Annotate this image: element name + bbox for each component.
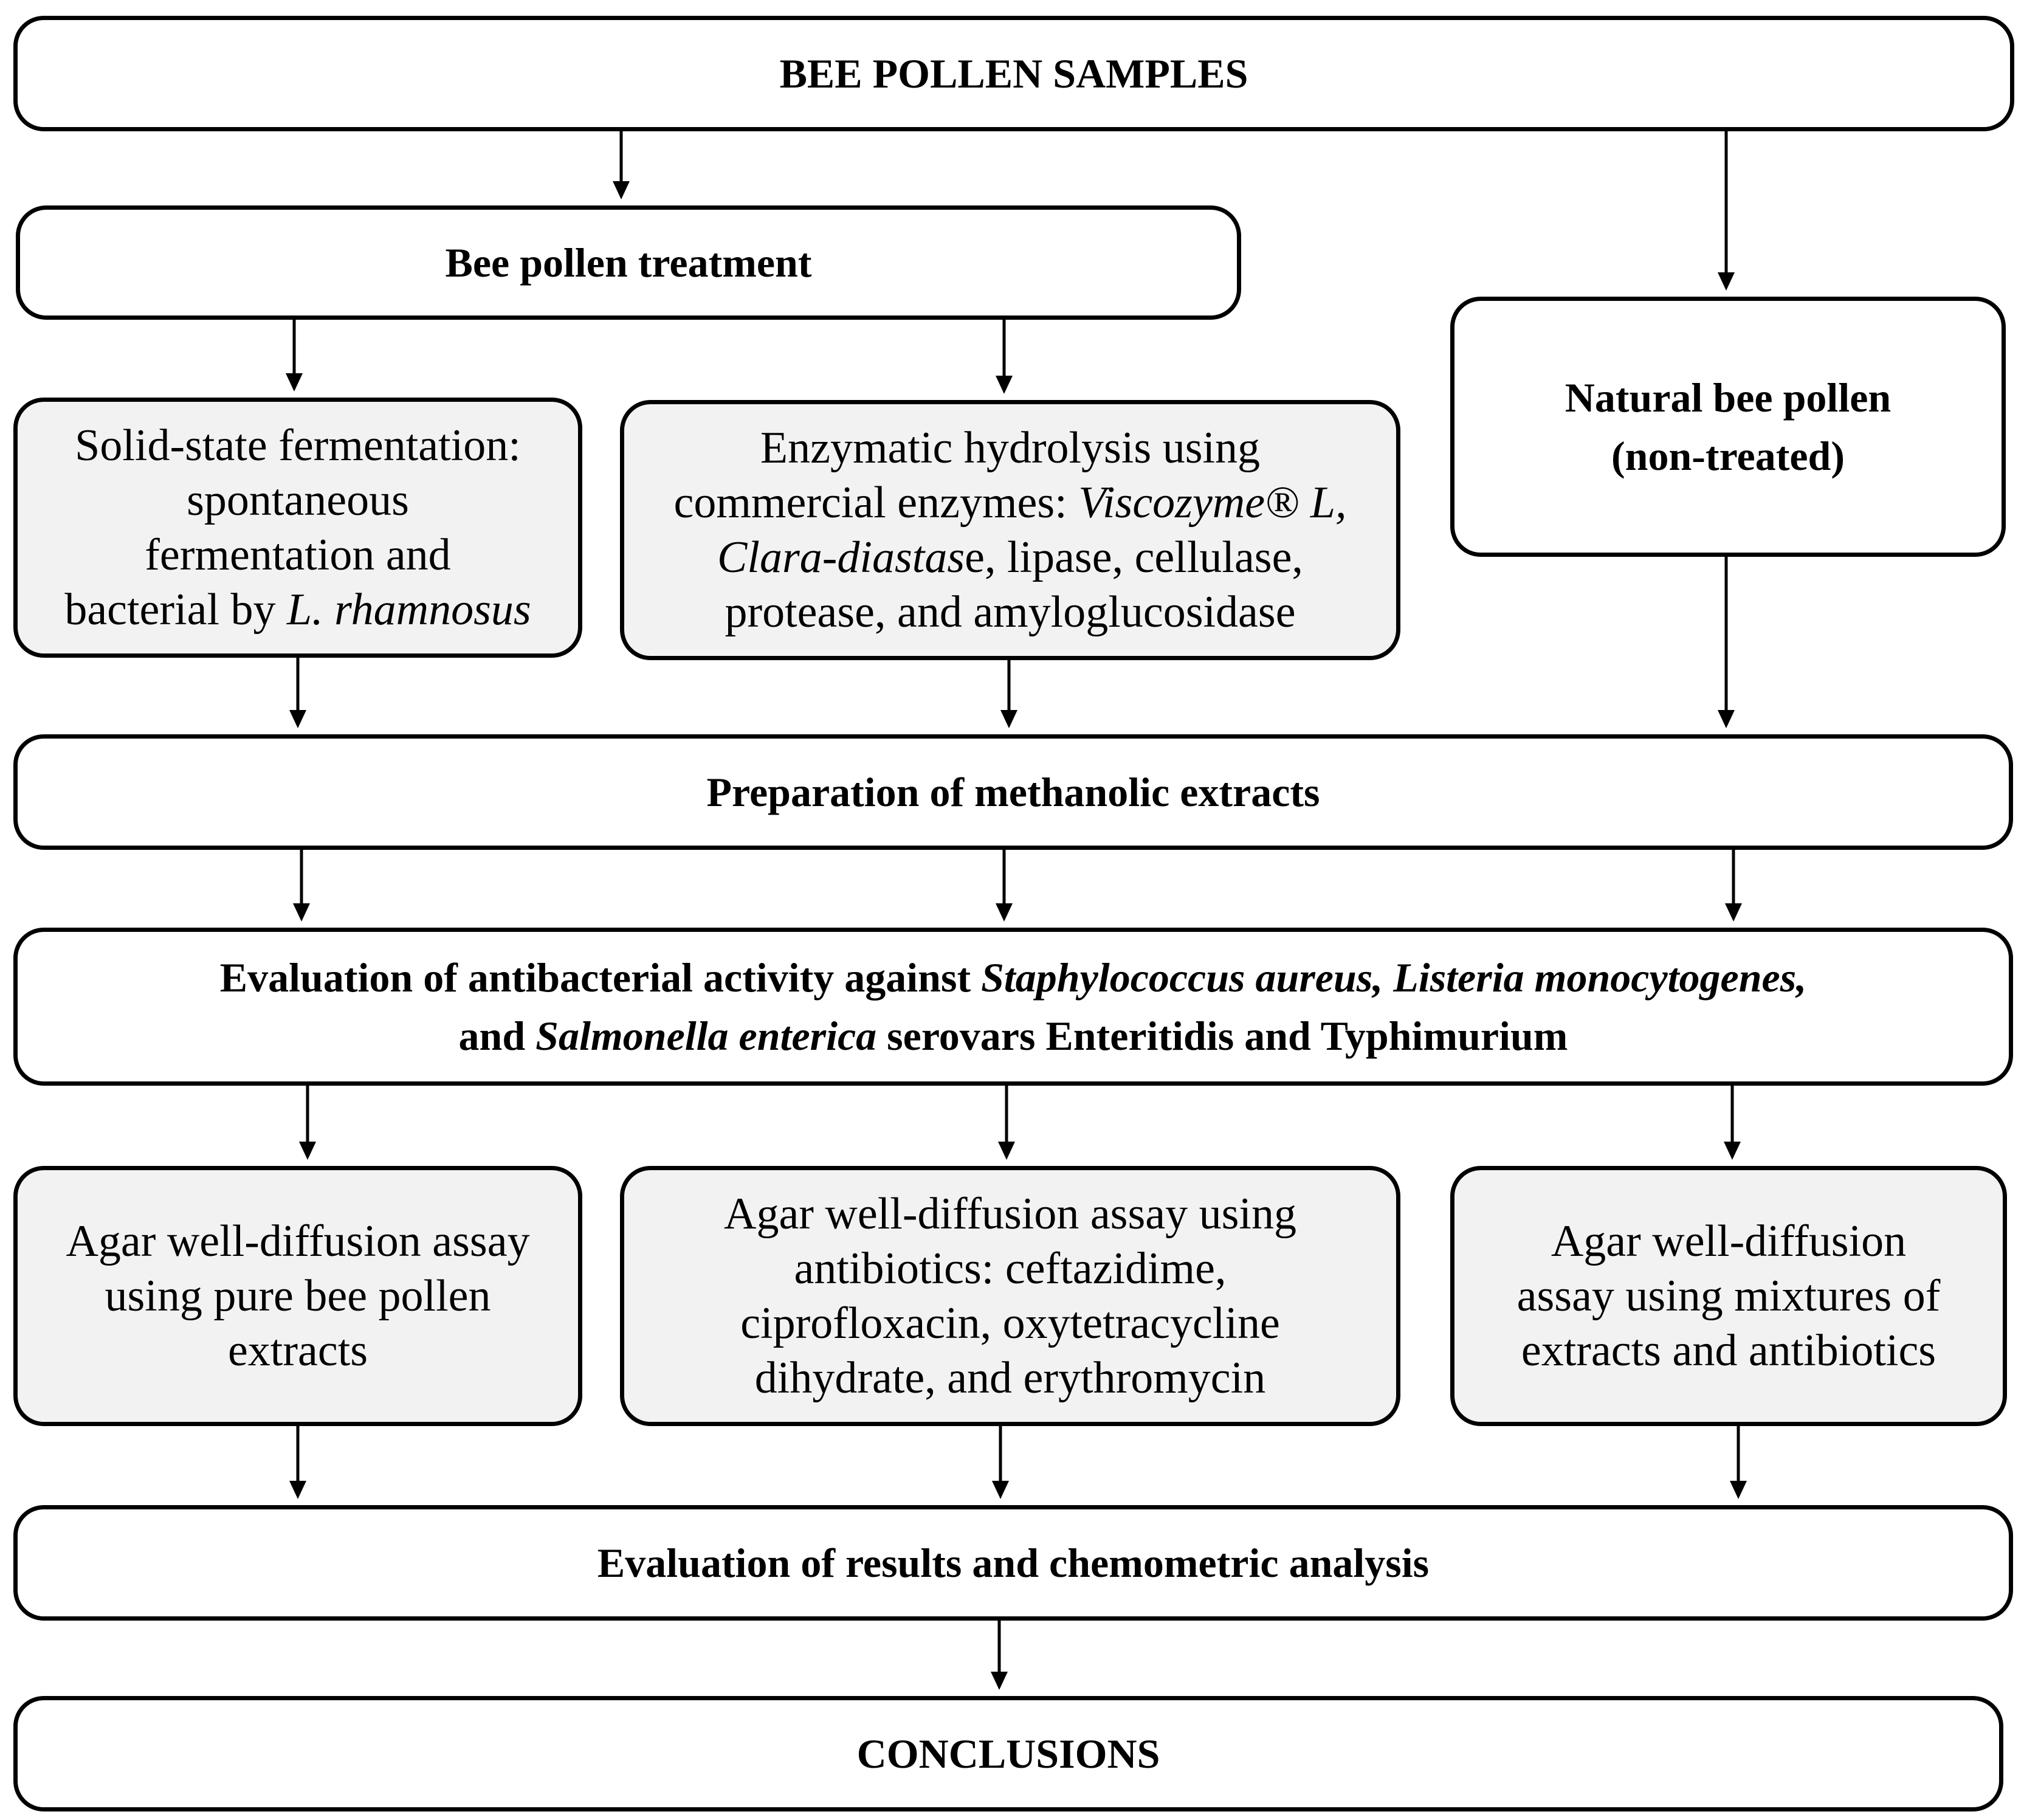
node-label-text: Evaluation of antibacterial activity aga… <box>219 954 982 1001</box>
node-label: Preparation of methanolic extracts <box>706 769 1320 815</box>
node-label-line: dihydrate, and erythromycin <box>754 1353 1266 1403</box>
arrowhead-assay-mix-to-results <box>1730 1481 1747 1499</box>
node-label-line: Clara-diastase, lipase, cellulase, <box>674 530 1347 585</box>
arrowhead-samples-to-natural <box>1718 272 1735 291</box>
node-label-line: Evaluation of antibacterial activity aga… <box>220 948 1806 1007</box>
node-label-line: Agar well-diffusion <box>1551 1216 1907 1266</box>
node-label-text: bacterial by <box>64 585 287 635</box>
node-label-line: fermentation and <box>145 530 451 580</box>
enzyme-name: Clara-diastas <box>717 533 965 582</box>
node-label-line: ciprofloxacin, oxytetracycline <box>740 1298 1280 1348</box>
node-label-line: Agar well-diffusion assay <box>66 1216 530 1266</box>
node-label-line: antibiotics: ceftazidime, <box>794 1244 1227 1294</box>
arrowhead-samples-to-treatment <box>613 181 630 199</box>
arrowhead-enzymatic-to-extracts <box>1000 710 1017 728</box>
node-conclusions: CONCLUSIONS <box>13 1696 2003 1811</box>
node-label: CONCLUSIONS <box>856 1731 1160 1777</box>
node-label: Bee pollen treatment <box>445 240 812 286</box>
node-label-line: extracts and antibiotics <box>1521 1326 1936 1376</box>
node-natural-bee-pollen: Natural bee pollen (non-treated) <box>1450 297 2006 557</box>
arrowhead-results-to-conclusions <box>991 1672 1008 1690</box>
node-antibacterial-evaluation: Evaluation of antibacterial activity aga… <box>13 928 2013 1086</box>
node-assay-pure-extracts: Agar well-diffusion assay using pure bee… <box>13 1166 582 1426</box>
node-label-line: extracts <box>227 1326 368 1376</box>
node-preparation-of-extracts: Preparation of methanolic extracts <box>13 734 2013 850</box>
node-solid-state-fermentation: Solid-state fermentation: spontaneous fe… <box>13 398 582 658</box>
arrowhead-treatment-to-fermentation <box>286 373 303 391</box>
node-label-text: serovars Enteritidis and Typhimurium <box>876 1013 1568 1059</box>
node-assay-mixtures: Agar well-diffusion assay using mixtures… <box>1450 1166 2007 1426</box>
node-label-line: assay using mixtures of <box>1516 1271 1941 1321</box>
node-bee-pollen-samples: BEE POLLEN SAMPLES <box>13 16 2014 131</box>
node-label-line: Natural bee pollen <box>1564 374 1891 421</box>
arrowhead-antibacterial-to-assay-pure <box>299 1142 316 1160</box>
node-label-text: commercial enzymes: <box>673 478 1079 528</box>
node-label-text: and <box>458 1013 536 1059</box>
arrowhead-natural-to-extracts <box>1718 710 1735 728</box>
arrowhead-antibacterial-to-assay-mix <box>1724 1142 1741 1160</box>
node-label-line: using pure bee pollen <box>105 1271 491 1321</box>
node-label-text: e, lipase, cellulase, <box>965 533 1303 582</box>
node-evaluation-of-results: Evaluation of results and chemometric an… <box>13 1505 2013 1621</box>
node-label-line: Solid-state fermentation: <box>75 421 521 471</box>
node-label-line: and Salmonella enterica serovars Enterit… <box>220 1007 1806 1065</box>
node-label-line: bacterial by L. rhamnosus <box>64 582 531 637</box>
arrowhead-fermentation-to-extracts <box>289 710 306 728</box>
node-label-line: (non-treated) <box>1611 433 1845 479</box>
arrowhead-assay-antib-to-results <box>992 1481 1009 1499</box>
arrowhead-extracts-to-antibacterial-1 <box>293 903 310 922</box>
species-name: Salmonella enterica <box>535 1013 877 1059</box>
arrowhead-treatment-to-enzymatic <box>996 376 1013 394</box>
arrowhead-extracts-to-antibacterial-2 <box>996 903 1013 922</box>
node-label-line: Agar well-diffusion assay using <box>724 1189 1296 1239</box>
node-label: BEE POLLEN SAMPLES <box>779 50 1248 97</box>
arrowhead-extracts-to-antibacterial-3 <box>1725 903 1742 922</box>
node-label-line: protease, and amyloglucosidase <box>725 587 1296 637</box>
species-name: Staphylococcus aureus, Listeria monocyto… <box>981 954 1807 1001</box>
node-label-line: commercial enzymes: Viscozyme® L, <box>674 475 1347 530</box>
node-label-line: spontaneous <box>187 475 409 525</box>
arrowhead-assay-pure-to-results <box>289 1481 306 1499</box>
node-enzymatic-hydrolysis: Enzymatic hydrolysis using commercial en… <box>620 400 1400 660</box>
arrowhead-antibacterial-to-assay-antib <box>998 1142 1015 1160</box>
enzyme-name: Viscozyme® L, <box>1078 478 1347 528</box>
node-label: Evaluation of results and chemometric an… <box>597 1540 1430 1586</box>
node-label-line: Enzymatic hydrolysis using <box>760 423 1261 473</box>
node-bee-pollen-treatment: Bee pollen treatment <box>16 205 1241 320</box>
node-assay-antibiotics: Agar well-diffusion assay using antibiot… <box>620 1166 1400 1426</box>
species-name: L. rhamnosus <box>287 585 531 635</box>
